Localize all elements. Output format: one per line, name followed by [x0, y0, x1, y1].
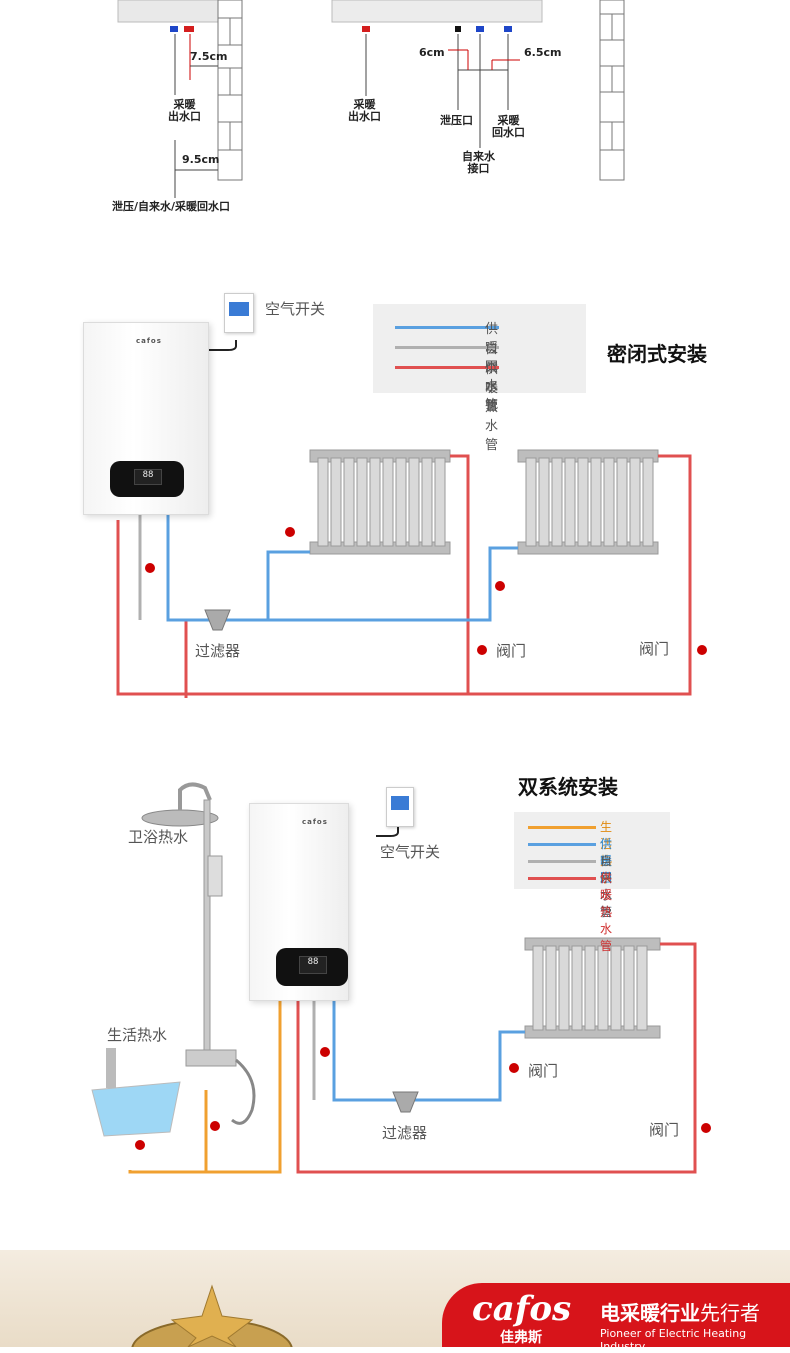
mid-label-outlet: 采暖 出水口: [348, 98, 381, 123]
left-port-blue: [170, 26, 178, 32]
boiler-1-display: 88: [133, 468, 163, 486]
air-switch-1: [224, 293, 254, 333]
star-medal-icon: [131, 1284, 293, 1347]
brand-slogan-en: Pioneer of Electric Heating Industry: [600, 1327, 747, 1353]
shower-fixture: [141, 782, 256, 1125]
boiler-2-brand: cafos: [302, 818, 328, 826]
mid-label-relief: 泄压口: [440, 114, 473, 127]
mid-port-blue: [476, 26, 484, 32]
brand-name: cafos: [472, 1289, 572, 1329]
dual-filter-label: 过滤器: [382, 1124, 428, 1142]
closed-filter-label: 过滤器: [195, 642, 241, 660]
dual-legend-1: 生活热水: [600, 820, 613, 885]
mid-boiler-bottom: [331, 0, 543, 23]
left-label-bottom: 泄压/自来水/采暖回水口: [112, 200, 231, 213]
dual-legend-3: 自来水管: [600, 854, 613, 919]
dual-install-title: 双系统安装: [518, 775, 618, 799]
left-boiler-bottom: [117, 0, 219, 23]
valves: [145, 527, 707, 655]
dual-legend-4: 供暖热水管: [600, 871, 613, 953]
air-switch-label-2: 空气开关: [380, 843, 441, 861]
boiler-brand: cafos: [136, 337, 162, 345]
heating-return-pipe-2: [332, 1000, 525, 1102]
closed-legend-2: 自来水管: [485, 342, 499, 414]
dual-valve-label-1: 阀门: [528, 1062, 559, 1080]
boiler-1-panel: 88: [110, 461, 184, 497]
slogan-light: 先行者: [700, 1301, 760, 1325]
filter-icon: [204, 609, 231, 631]
left-measure-bottom: 9.5cm: [182, 153, 220, 166]
closed-legend-3: 供暖热水管: [485, 362, 499, 453]
left-measure-top: 7.5cm: [190, 50, 228, 63]
air-switch-2: [386, 787, 414, 827]
dimension-drawing: [117, 0, 625, 198]
closed-install-piping: [116, 340, 707, 698]
brand-slogan: 电采暖行业先行者: [600, 1297, 760, 1326]
wash-basin: [91, 1048, 181, 1137]
domestic-hot-pipe: [128, 1000, 282, 1174]
mid-label-tap: 自来水 接口: [462, 150, 495, 175]
boiler-2: cafos 88: [249, 803, 349, 1001]
dual-valve-label-2: 阀门: [649, 1121, 680, 1139]
left-port-red: [184, 26, 194, 32]
boiler-1: cafos 88: [83, 322, 209, 515]
left-label-outlet: 采暖 出水口: [168, 98, 201, 123]
mid-port-red: [362, 26, 370, 32]
right-wall: [599, 0, 625, 181]
closed-install-title: 密闭式安装: [607, 342, 707, 366]
heating-hot-pipe-2: [296, 942, 697, 1174]
mid-measure-right: 6.5cm: [524, 46, 562, 59]
dual-legend: 生活热水 供暖回水管 自来水管 供暖热水管: [514, 812, 670, 953]
valves-2: [135, 1047, 711, 1150]
brand-cn: 佳弗斯: [500, 1330, 542, 1346]
domestic-label: 生活热水: [107, 1026, 168, 1044]
closed-valve-label-1: 阀门: [496, 642, 527, 660]
air-switch-label-1: 空气开关: [265, 300, 326, 318]
mid-label-return: 采暖 回水口: [492, 114, 525, 139]
left-wall: [217, 0, 243, 181]
slogan-bold: 电采暖行业: [600, 1301, 700, 1325]
mid-port-black: [455, 26, 461, 32]
closed-valve-label-2: 阀门: [639, 640, 670, 658]
filter-icon-2: [392, 1091, 419, 1113]
radiator-2: [517, 449, 659, 555]
boiler-2-panel: 88: [276, 948, 348, 986]
heating-return-pipe: [166, 514, 518, 622]
heating-hot-pipe: [116, 454, 692, 698]
brand-logo-block[interactable]: cafos 佳弗斯 电采暖行业先行者 Pioneer of Electric H…: [442, 1283, 790, 1353]
mid-port-blue2: [504, 26, 512, 32]
boiler-2-display: 88: [299, 956, 327, 974]
dual-legend-2: 供暖回水管: [600, 837, 613, 919]
radiator-3: [524, 937, 661, 1039]
shower-label: 卫浴热水: [128, 828, 189, 846]
dual-install-piping: [91, 782, 711, 1174]
mid-measure-left: 6cm: [419, 46, 445, 59]
radiator-1: [309, 449, 451, 555]
closed-legend: 供暖回水管 自来水管 供暖热水管: [373, 304, 586, 453]
